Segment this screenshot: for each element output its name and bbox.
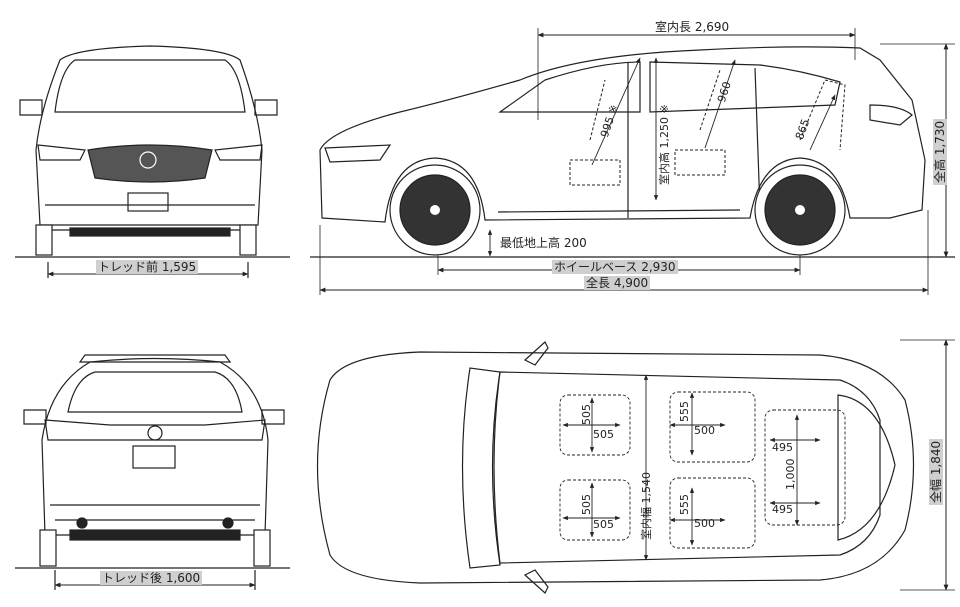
third-row-width-label: 1,000 bbox=[784, 458, 797, 491]
front-seat-left-depth: 505 bbox=[580, 404, 593, 425]
interior-width-label: 室内幅 1,540 bbox=[640, 472, 653, 540]
min-ground-clearance-label: 最低地上高 200 bbox=[500, 236, 587, 250]
tread-rear-label: トレッド後 1,600 bbox=[100, 571, 203, 585]
overall-width-label: 全幅 1,840 bbox=[929, 438, 943, 505]
interior-length-label: 室内長 2,690 bbox=[655, 20, 730, 34]
front-seat-right-width: 505 bbox=[593, 518, 614, 531]
second-seat-right-depth: 555 bbox=[678, 494, 691, 515]
side-view bbox=[310, 28, 955, 295]
overall-length-label: 全長 4,900 bbox=[584, 276, 651, 290]
second-seat-left-depth: 555 bbox=[678, 401, 691, 422]
top-view bbox=[316, 339, 955, 594]
rear-view bbox=[15, 354, 290, 590]
tread-front-label: トレッド前 1,595 bbox=[96, 260, 199, 274]
front-seat-left-width: 505 bbox=[593, 428, 614, 441]
third-seat-left-width: 495 bbox=[772, 441, 793, 454]
front-seat-right-depth: 505 bbox=[580, 494, 593, 515]
second-seat-left-width: 500 bbox=[694, 424, 715, 437]
third-seat-right-width: 495 bbox=[772, 503, 793, 516]
overall-height-label: 全高 1,730 bbox=[933, 118, 947, 185]
wheelbase-label: ホイールベース 2,930 bbox=[552, 260, 678, 274]
interior-height-label: 室内高 1,250 ※ bbox=[658, 104, 671, 185]
second-seat-right-width: 500 bbox=[694, 517, 715, 530]
front-view bbox=[15, 45, 290, 278]
